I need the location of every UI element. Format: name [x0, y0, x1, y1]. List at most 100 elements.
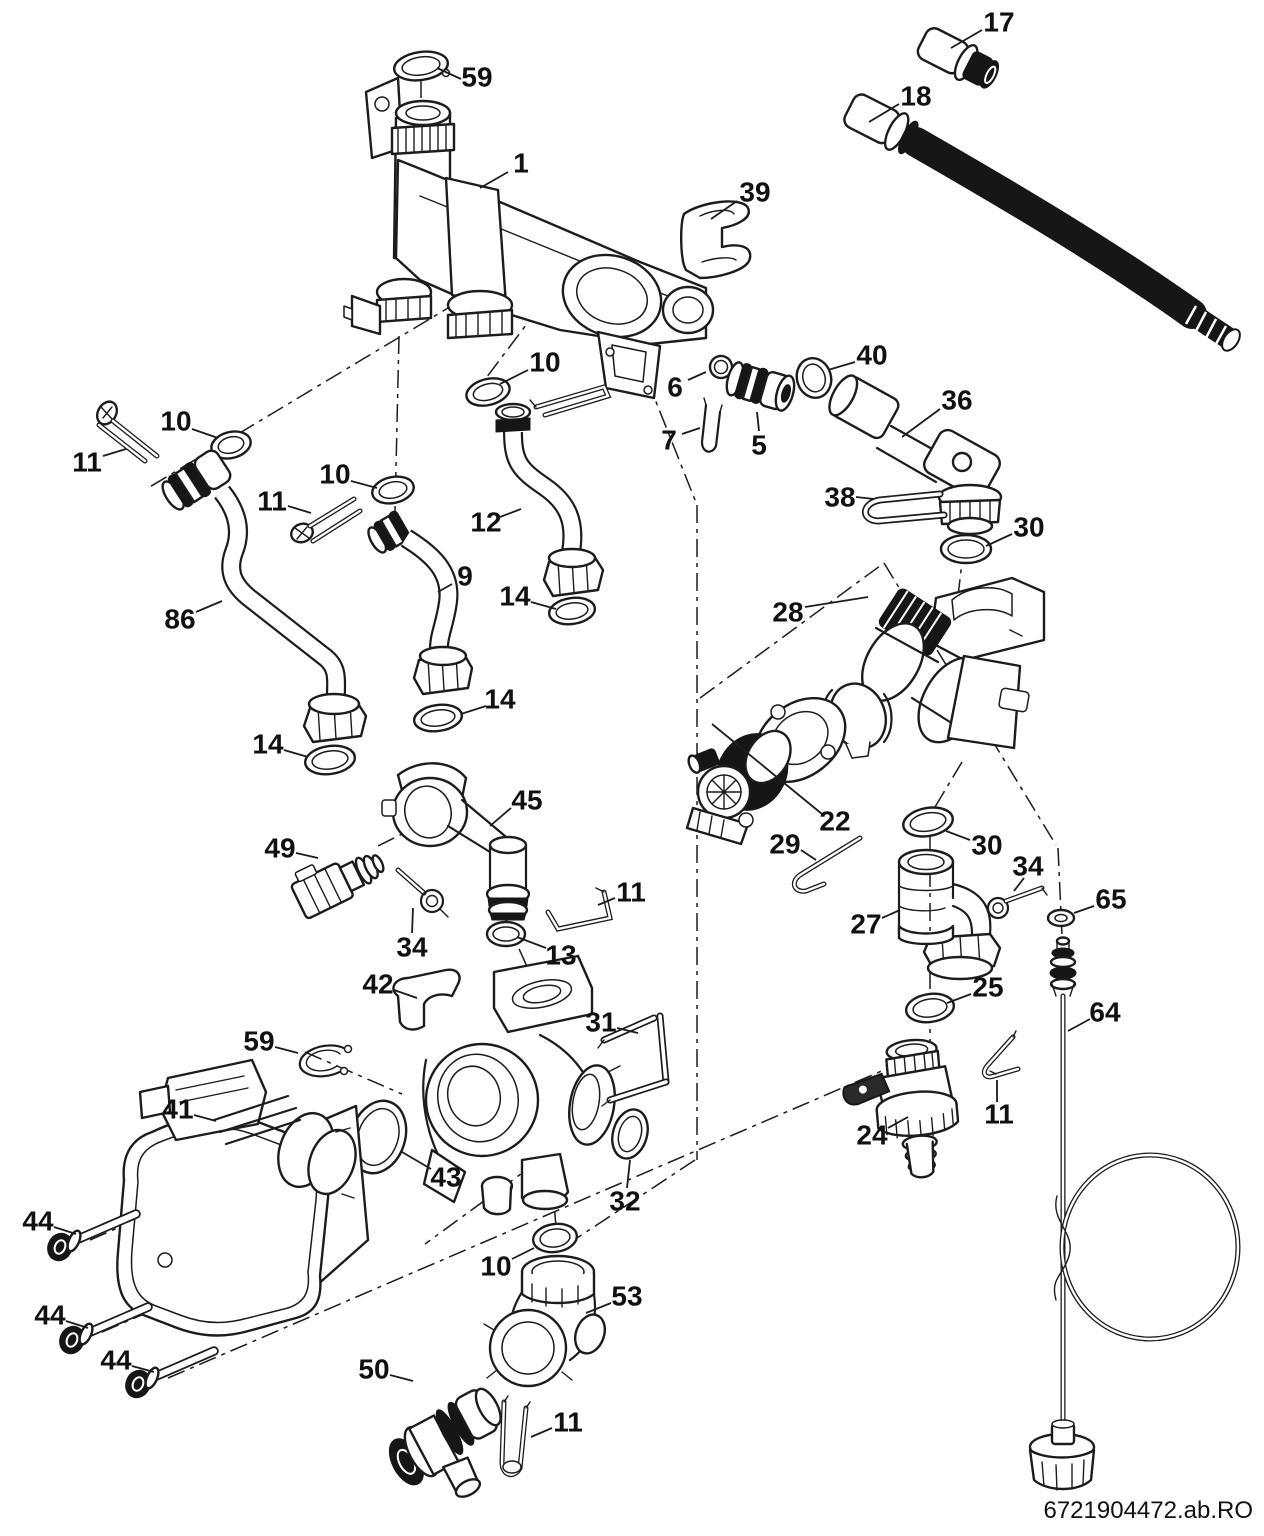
leader-line-10 [350, 480, 378, 489]
part-59-snap-ring-2 [298, 1044, 353, 1078]
callout-10: 10 [529, 347, 560, 378]
part-50-cartridge-valve [388, 1387, 502, 1498]
part-29-retaining-clip-wire [791, 835, 863, 894]
part-11-clip-bottom [499, 1395, 531, 1478]
leader-line-43 [401, 1151, 432, 1170]
callout-28: 28 [772, 597, 803, 628]
callout-44: 44 [22, 1206, 54, 1237]
callout-13: 13 [545, 940, 576, 971]
part-44-screw-1 [47, 1209, 141, 1262]
part-36-pipe-elbow-assembly [828, 374, 1003, 536]
leader-line-11 [597, 897, 616, 906]
leader-line-49 [295, 852, 319, 859]
callout-49: 49 [264, 833, 295, 864]
part-14-gasket-3 [303, 744, 357, 776]
part-28-diverter-valve-assembly [821, 576, 1046, 759]
leader-line-44 [53, 1226, 77, 1235]
leader-line-11 [102, 448, 127, 457]
callout-11: 11 [553, 1407, 583, 1438]
part-39-retaining-clip [680, 200, 752, 280]
callout-34: 34 [396, 932, 428, 963]
callout-45: 45 [511, 785, 542, 816]
part-65-washer [1046, 908, 1076, 928]
part-40-o-ring [795, 357, 833, 399]
leader-line-29 [800, 849, 817, 861]
part-11-clip-center [545, 887, 614, 932]
part-34-spring-clip-right [986, 885, 1048, 920]
leader-line-7 [681, 427, 701, 435]
leader-line-28 [804, 596, 869, 608]
callout-32: 32 [609, 1186, 640, 1217]
leader-line-32 [626, 1159, 631, 1189]
part-34-spring-clip-left [395, 867, 449, 918]
part-49-sensor-plug [290, 854, 385, 920]
callout-40: 40 [856, 340, 887, 371]
callout-44: 44 [100, 1345, 132, 1376]
callout-29: 29 [769, 829, 800, 860]
leader-line-53 [585, 1302, 612, 1314]
leader-line-64 [1067, 1018, 1091, 1032]
part-64-sensor-probe-cable [1028, 936, 1241, 1491]
callout-11: 11 [984, 1099, 1014, 1130]
part-30-o-ring-lower [902, 806, 954, 838]
part-7-retaining-pin [700, 397, 723, 453]
callout-25: 25 [972, 972, 1003, 1003]
part-13-o-ring [485, 920, 527, 948]
part-41-pump-motor [116, 1058, 370, 1337]
leader-line-41 [193, 1114, 217, 1122]
part-12-pipe-curved [494, 402, 605, 598]
part-27-connection-pipe [897, 848, 1002, 981]
leader-line-1 [479, 171, 509, 189]
part-11-clip-far-left [95, 400, 160, 464]
part-10-o-ring-mid-left [371, 475, 415, 505]
leader-line-59 [436, 67, 462, 80]
part-25-o-ring [904, 992, 956, 1024]
part-11-clip-left-2 [290, 496, 363, 544]
callout-41: 41 [162, 1094, 193, 1125]
leader-line-24 [887, 1116, 909, 1129]
callout-12: 12 [470, 507, 501, 538]
callout-18: 18 [900, 81, 931, 112]
part-42-pump-housing [392, 954, 625, 1216]
leader-line-14 [283, 749, 309, 758]
part-44-screw-2 [59, 1302, 153, 1355]
part-53-elbow-fitting [483, 1254, 607, 1388]
callout-50: 50 [358, 1354, 389, 1385]
callout-64: 64 [1089, 997, 1121, 1028]
leader-line-27 [881, 909, 901, 919]
callout-17: 17 [983, 7, 1014, 38]
leader-line-10 [191, 428, 219, 439]
part-10-o-ring-left [210, 430, 252, 460]
part-31-retaining-bracket [597, 1012, 670, 1107]
leader-line-11 [287, 505, 312, 514]
part-30-o-ring-upper [939, 533, 993, 565]
callout-44: 44 [34, 1300, 66, 1331]
leader-line-44 [131, 1365, 155, 1373]
part-32-o-ring [611, 1108, 649, 1160]
callout-30: 30 [1013, 512, 1044, 543]
leader-line-34 [411, 907, 414, 934]
part-38-retaining-bow [862, 490, 948, 525]
leader-line-30 [945, 830, 971, 841]
callout-42: 42 [362, 969, 393, 1000]
callout-36: 36 [941, 385, 972, 416]
callout-39: 39 [739, 177, 770, 208]
callout-9: 9 [457, 561, 473, 592]
callout-10: 10 [319, 459, 350, 490]
callout-11: 11 [72, 447, 102, 478]
callout-5: 5 [751, 430, 767, 461]
leader-line-59 [274, 1046, 299, 1054]
callout-10: 10 [160, 406, 191, 437]
leader-line-86 [195, 600, 223, 613]
callout-10: 10 [480, 1251, 511, 1282]
leader-line-42 [393, 989, 418, 999]
callout-86: 86 [164, 604, 195, 635]
callout-6: 6 [667, 372, 683, 403]
callout-27: 27 [850, 909, 881, 940]
leader-line-38 [855, 496, 875, 500]
leader-line-65 [1073, 905, 1095, 914]
callout-24: 24 [856, 1120, 888, 1151]
part-6-o-ring [708, 354, 734, 380]
